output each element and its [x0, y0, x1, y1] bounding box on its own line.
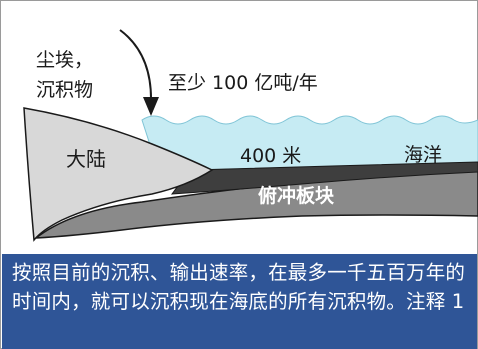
plate-label: 俯冲板块 — [258, 184, 335, 207]
caption-box: 按照目前的沉积、输出速率，在最多一千五百万年的时间内，就可以沉积现在海底的所有沉… — [2, 254, 477, 349]
dust-label-line2: 沉积物 — [36, 79, 93, 101]
continent — [23, 107, 214, 242]
sediment-layer — [170, 161, 478, 195]
rate-label: 至少 100 亿吨/年 — [168, 72, 318, 94]
dust-label-line1: 尘埃， — [36, 49, 93, 71]
arrow-shaft — [119, 29, 153, 103]
subducting-plate — [33, 169, 478, 239]
caption-text: 按照目前的沉积、输出速率，在最多一千五百万年的时间内，就可以沉积现在海底的所有沉… — [12, 261, 466, 313]
continent-label: 大陆 — [66, 147, 106, 171]
depth-label: 400 米 — [240, 145, 301, 167]
arrow-head-icon — [143, 97, 159, 116]
ocean-label: 海洋 — [404, 144, 442, 166]
subduction-diagram: 尘埃， 沉积物 至少 100 亿吨/年 大陆 400 米 海洋 俯冲板块 — [23, 29, 478, 242]
